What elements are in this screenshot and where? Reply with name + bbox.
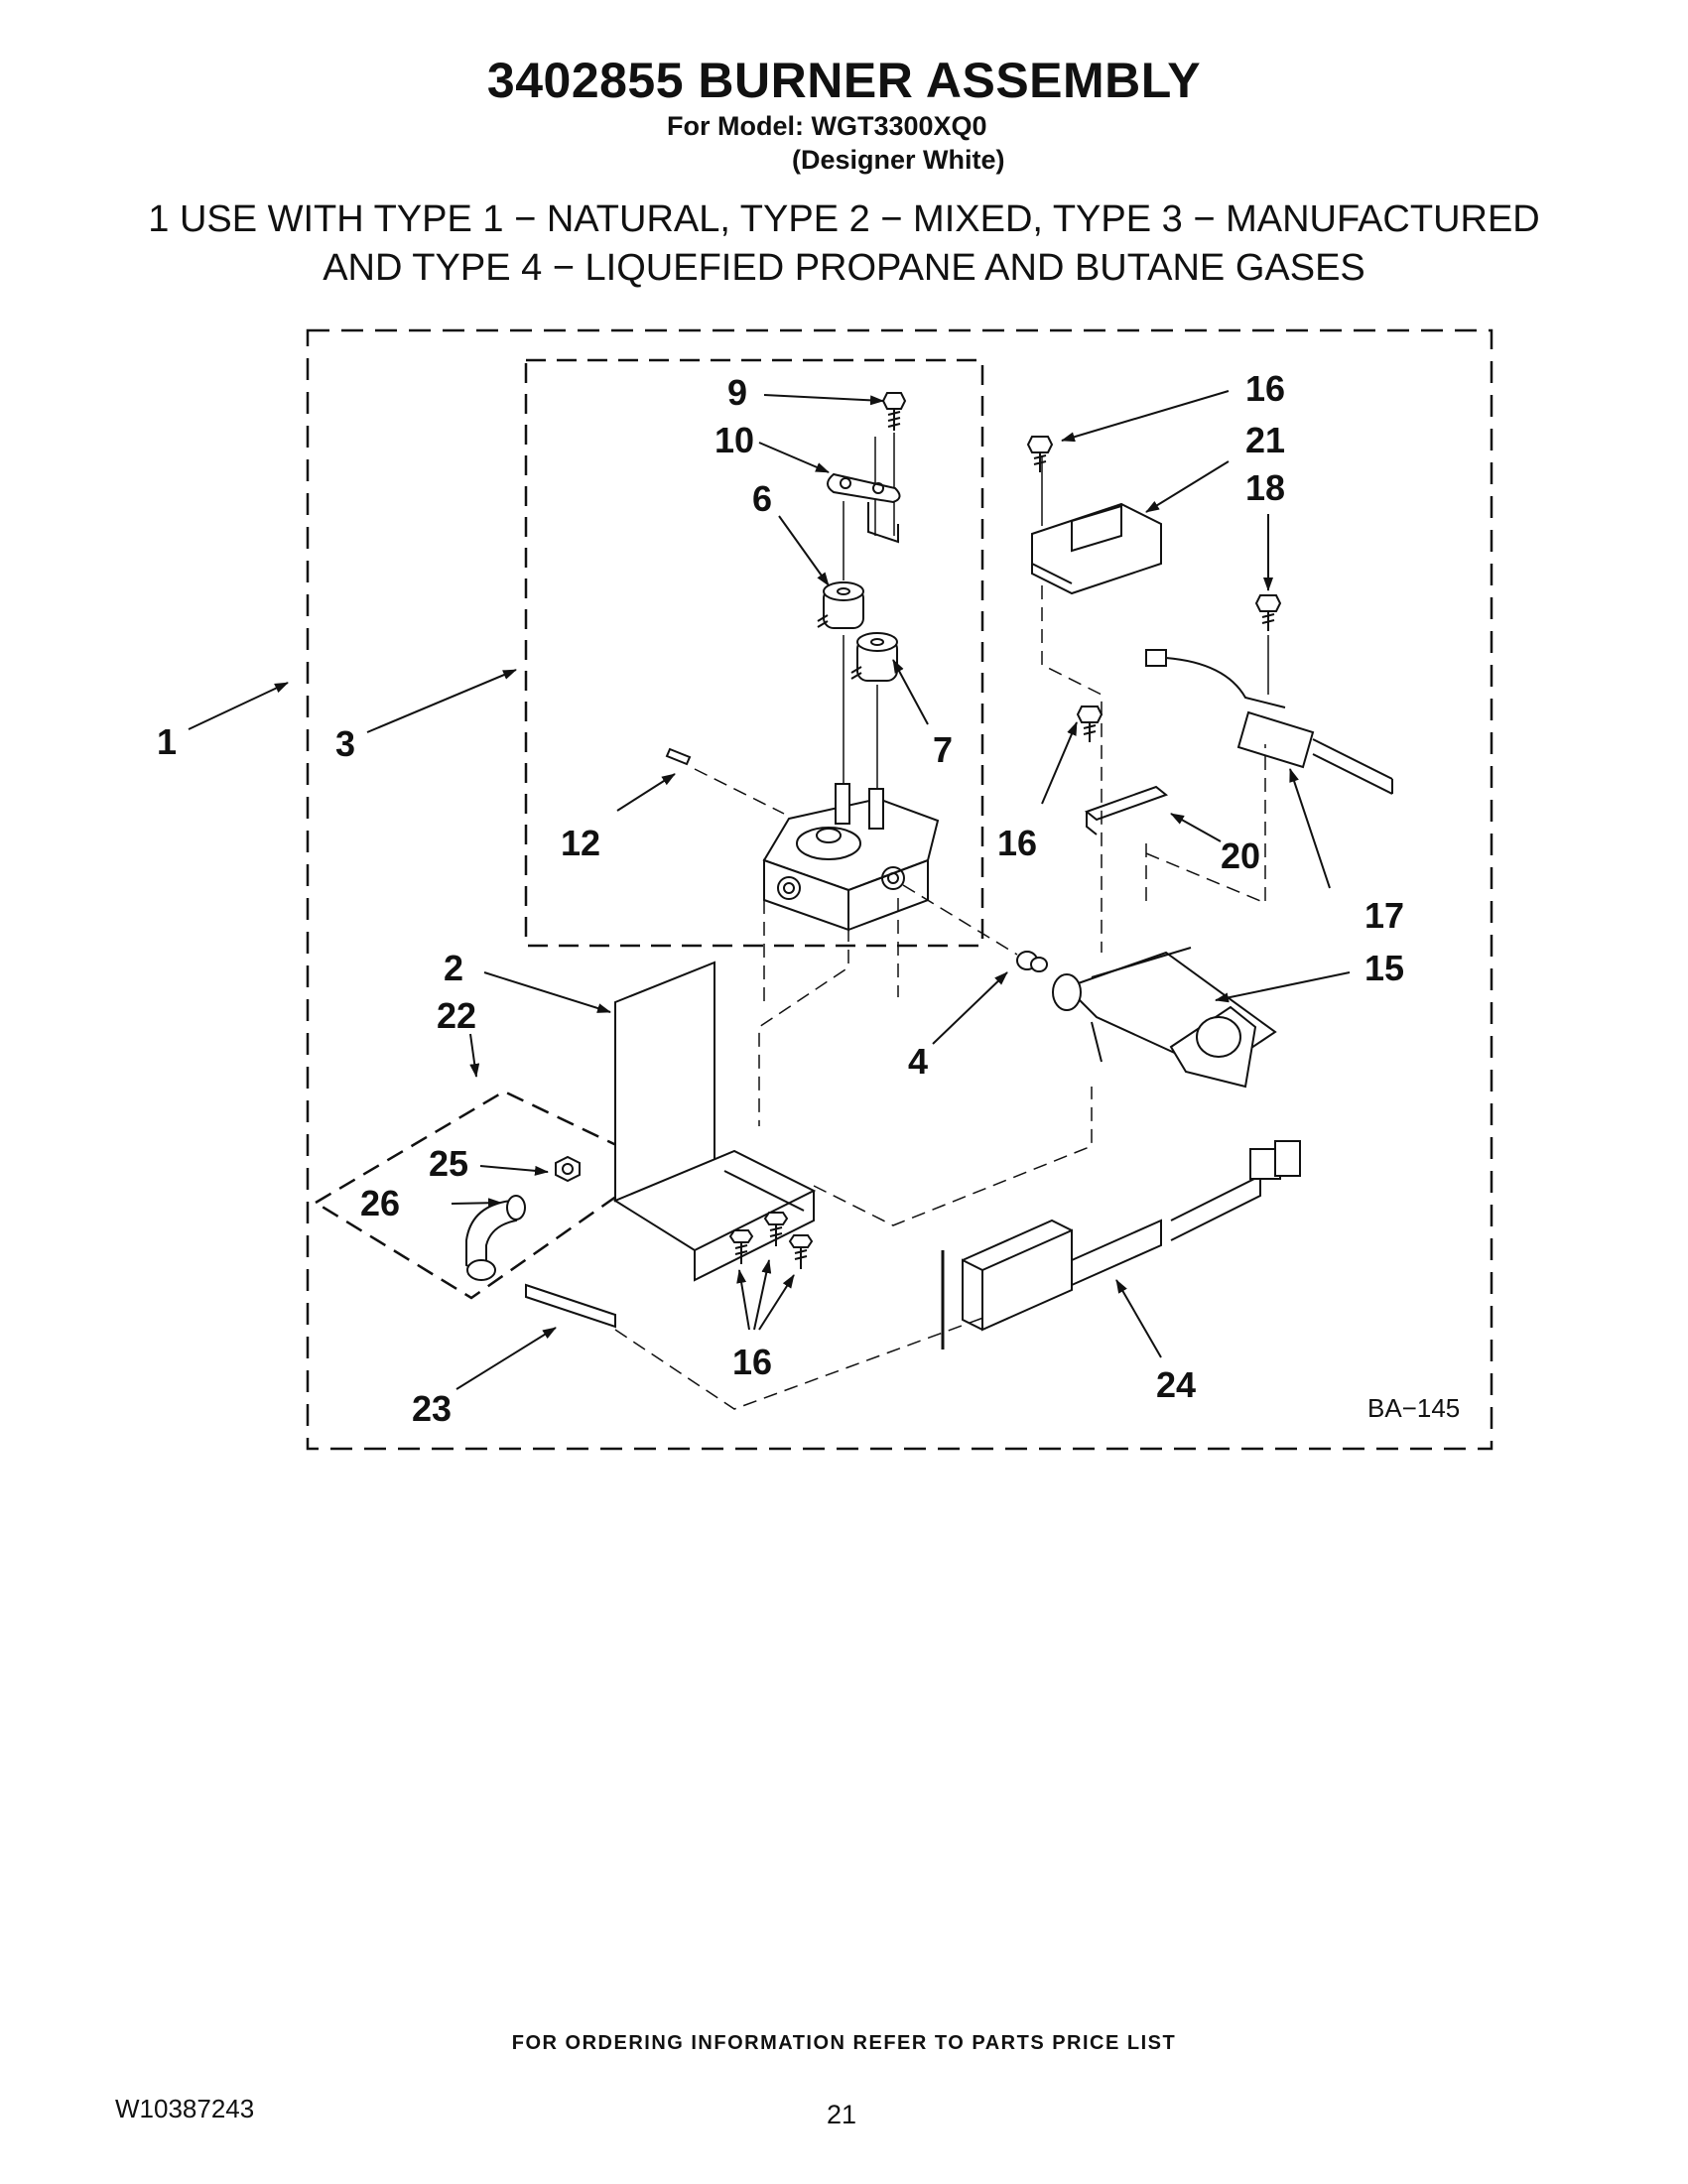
assembly-frame [306, 328, 1493, 1451]
orifice-icon [1016, 951, 1048, 972]
screw-icon [788, 1234, 814, 1269]
gas-regulator-icon [941, 1140, 1301, 1349]
gas-type-note-line-1: 1 USE WITH TYPE 1 − NATURAL, TYPE 2 − MI… [148, 198, 1540, 240]
document-number: W10387243 [115, 2094, 255, 2123]
page-number: 21 [827, 2100, 857, 2129]
igniter-support-bracket-icon [1084, 785, 1169, 835]
pipe-nipple-icon [525, 1283, 616, 1329]
callout-26: 26 [360, 1183, 400, 1223]
callout-2: 2 [444, 948, 463, 988]
callout-4: 4 [908, 1041, 928, 1082]
callout-7: 7 [933, 729, 953, 770]
screw-icon [1076, 706, 1104, 742]
callout-15: 15 [1364, 948, 1404, 988]
igniter-bracket-icon [1031, 502, 1162, 595]
screw-icon [881, 392, 907, 431]
model-variant: (Designer White) [792, 145, 1005, 175]
callout-leaders [188, 390, 1351, 1390]
callout-16-bottom: 16 [732, 1342, 772, 1382]
gas-valve-icon [762, 783, 940, 932]
screw-icon [1254, 594, 1282, 631]
callout-25: 25 [429, 1143, 468, 1184]
callout-16-middle: 16 [997, 823, 1037, 863]
coil-bracket-icon [827, 472, 901, 544]
callout-1: 1 [157, 721, 177, 762]
page-title: 3402855 BURNER ASSEMBLY [486, 53, 1202, 108]
callout-16-top: 16 [1245, 368, 1285, 409]
callout-23: 23 [412, 1388, 452, 1429]
screw-icon [1026, 436, 1054, 472]
callout-17: 17 [1364, 895, 1404, 936]
ordering-note: FOR ORDERING INFORMATION REFER TO PARTS … [511, 2032, 1177, 2054]
callout-20: 20 [1221, 835, 1260, 876]
valve-subassembly-frame [524, 358, 984, 948]
nut-icon [555, 1155, 581, 1183]
callout-21: 21 [1245, 420, 1285, 460]
callout-9: 9 [727, 372, 747, 413]
pin-icon [665, 747, 692, 766]
callout-18: 18 [1245, 467, 1285, 508]
callout-3: 3 [335, 723, 355, 764]
callout-24: 24 [1156, 1364, 1196, 1405]
gas-type-note-line-2: AND TYPE 4 − LIQUEFIED PROPANE AND BUTAN… [323, 247, 1365, 289]
solenoid-coil-icon [817, 581, 864, 629]
model-number: For Model: WGT3300XQ0 [667, 111, 987, 141]
callout-6: 6 [752, 478, 772, 519]
drawing-code: BA−145 [1367, 1393, 1460, 1423]
parts-artwork [465, 392, 1393, 1410]
callout-10: 10 [714, 420, 754, 460]
callout-12: 12 [561, 823, 600, 863]
heat-shield-icon [612, 961, 817, 1282]
burner-tube-icon [1052, 947, 1277, 1089]
callout-22: 22 [437, 995, 476, 1036]
elbow-fitting-icon [465, 1195, 526, 1281]
callout-labels: 1 3 9 10 6 7 12 16 21 18 16 20 17 15 4 2… [157, 368, 1460, 1429]
screw-icon [763, 1212, 789, 1246]
solenoid-coil-icon [850, 632, 898, 682]
igniter-icon [1145, 649, 1393, 795]
screw-icon [728, 1229, 754, 1264]
